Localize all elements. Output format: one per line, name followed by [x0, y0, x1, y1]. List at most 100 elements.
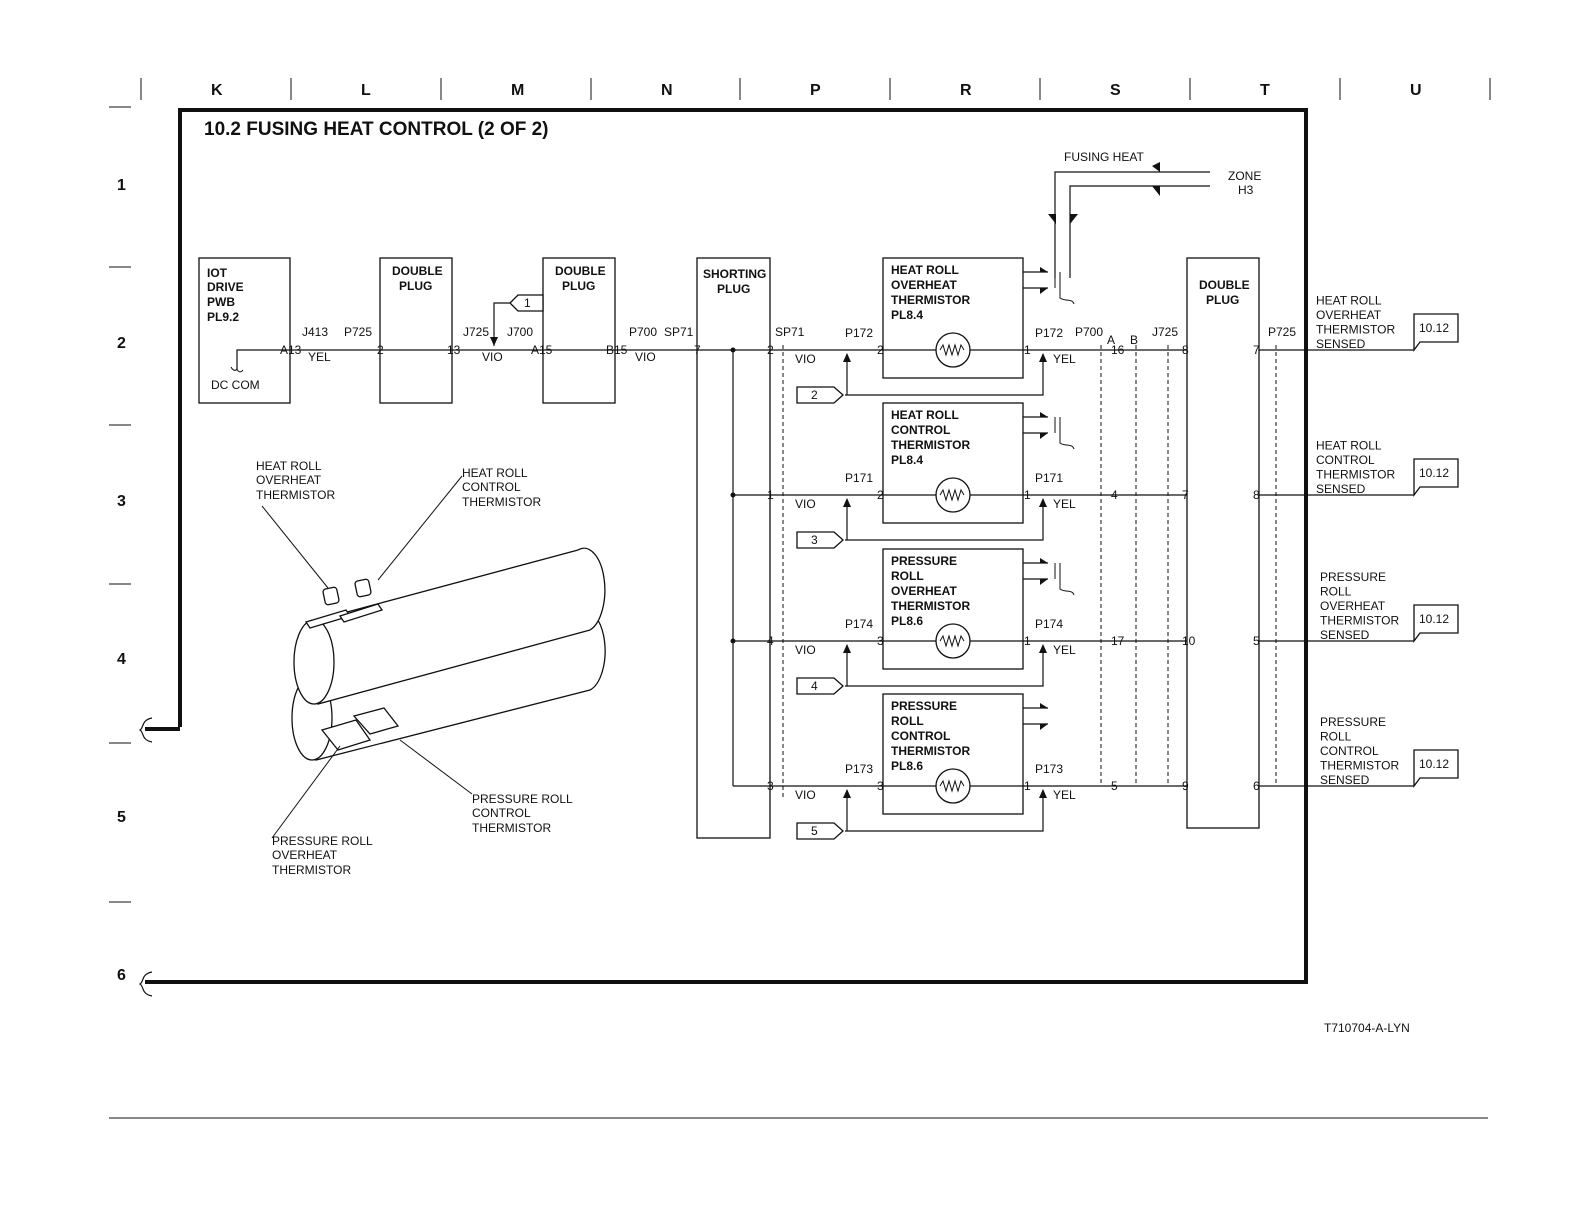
- double-plug-1: DOUBLE PLUG: [379, 257, 453, 404]
- thermistor-label: HEAT ROLL: [891, 263, 959, 277]
- connector-label: SP71: [775, 325, 805, 339]
- pin-label: 6: [1253, 779, 1260, 793]
- reference-flag: [796, 531, 844, 549]
- iot-part-number: PL9.2: [207, 310, 239, 324]
- connector-label: P725: [1268, 325, 1296, 339]
- output-signal-label: HEAT ROLL: [1316, 439, 1382, 453]
- pin-label: 3: [767, 779, 774, 793]
- callout-label: HEAT ROLL: [462, 466, 528, 480]
- thermistor-label: ROLL: [891, 569, 924, 583]
- column-label: L: [361, 82, 371, 99]
- iot-label: DRIVE: [207, 280, 244, 294]
- thermistor-label: OVERHEAT: [891, 584, 957, 598]
- input-wire: J413 P725 YEL 2 13 J725 J700 VIO A15 B15…: [290, 294, 701, 364]
- connector-label: SP71: [664, 325, 694, 339]
- thermistor-label: THERMISTOR: [891, 293, 970, 307]
- iot-drive-pwb: IOT DRIVE PWB PL9.2 DC COM A13: [198, 257, 302, 404]
- plug-label: PLUG: [399, 279, 432, 293]
- connector-label: A: [1107, 333, 1115, 347]
- pin-label: 1: [1024, 488, 1031, 502]
- iot-label: PWB: [207, 295, 235, 309]
- reference-number: 2: [811, 388, 818, 402]
- connector-label: P700: [629, 325, 657, 339]
- pin-label: 2: [877, 343, 884, 357]
- pin-label: 1: [1024, 634, 1031, 648]
- pin-label: 1: [767, 488, 774, 502]
- thermistor-label: THERMISTOR: [891, 438, 970, 452]
- heat-roll-overheat-thermistor: [322, 586, 340, 606]
- output-signal-label: OVERHEAT: [1320, 599, 1386, 613]
- sheet-reference-flag: [1413, 749, 1459, 788]
- connector-label: P172: [845, 326, 873, 340]
- callout-label: THERMISTOR: [272, 863, 351, 877]
- reference-flag: [796, 677, 844, 695]
- column-label: K: [211, 82, 223, 99]
- wire-color: VIO: [795, 788, 816, 802]
- pin-label: 3: [877, 634, 884, 648]
- column-label: R: [960, 82, 972, 99]
- row-label: 3: [117, 493, 126, 510]
- connector-label: P700: [1075, 325, 1103, 339]
- connector-label: P174: [1035, 617, 1063, 631]
- thermistor-label: THERMISTOR: [891, 744, 970, 758]
- output-signal-label: ROLL: [1320, 730, 1352, 744]
- reference-flag: [796, 386, 844, 404]
- sheet-reference-flag: [1413, 604, 1459, 643]
- connector-label: P171: [1035, 471, 1063, 485]
- pin-label: 7: [1182, 488, 1189, 502]
- circuit-pro: PRESSUREROLLOVERHEATTHERMISTORPL8.64VIOP…: [733, 548, 1459, 695]
- callout-label: PRESSURE ROLL: [272, 834, 373, 848]
- heat-roll-end: [293, 619, 335, 705]
- thermistor-label: PRESSURE: [891, 699, 957, 713]
- output-signal-label: SENSED: [1316, 337, 1366, 351]
- double-plug-3: DOUBLE PLUG: [1186, 257, 1260, 829]
- output-signal-label: ROLL: [1320, 585, 1352, 599]
- connector-label: P172: [1035, 326, 1063, 340]
- pin-label: A15: [531, 343, 553, 357]
- plug-label: DOUBLE: [392, 264, 443, 278]
- thermistor-label: PL8.6: [891, 759, 923, 773]
- pin-label: 9: [1182, 779, 1189, 793]
- pin-label: 2: [377, 343, 384, 357]
- connector-label: P171: [845, 471, 873, 485]
- page-title: 10.2 FUSING HEAT CONTROL (2 OF 2): [204, 119, 549, 140]
- callout-label: HEAT ROLL: [256, 459, 322, 473]
- thermistor-label: HEAT ROLL: [891, 408, 959, 422]
- pin-label: 7: [1253, 343, 1260, 357]
- shorting-plug-bus: [697, 347, 770, 786]
- connector-label: B: [1130, 333, 1138, 347]
- wire-color: YEL: [1053, 643, 1076, 657]
- column-label: U: [1410, 82, 1422, 99]
- callout-label: THERMISTOR: [462, 495, 541, 509]
- reference-number: 5: [811, 824, 818, 838]
- column-label: T: [1260, 82, 1270, 99]
- thermistor-label: PRESSURE: [891, 554, 957, 568]
- pressure-roll-overheat-thermistor: [320, 719, 372, 751]
- pin-label: 2: [877, 488, 884, 502]
- callout-label: CONTROL: [472, 806, 531, 820]
- output-signal-label: PRESSURE: [1320, 570, 1386, 584]
- reference-number: 1: [524, 296, 531, 310]
- reference-flag: [796, 822, 844, 840]
- circuit-prc: PRESSUREROLLCONTROLTHERMISTORPL8.63VIOP1…: [733, 693, 1459, 840]
- row-label: 2: [117, 335, 126, 352]
- output-signal-label: OVERHEAT: [1316, 308, 1382, 322]
- output-signal-label: HEAT ROLL: [1316, 294, 1382, 308]
- thermistor-label: THERMISTOR: [891, 599, 970, 613]
- callout-label: CONTROL: [462, 480, 521, 494]
- output-signal-label: THERMISTOR: [1316, 468, 1395, 482]
- output-signal-label: SENSED: [1320, 773, 1370, 787]
- circuit-hro: HEAT ROLLOVERHEATTHERMISTORPL8.42VIOP172…: [767, 257, 1459, 404]
- pin-label: 5: [1253, 634, 1260, 648]
- drawing-id: T710704-A-LYN: [1324, 1021, 1410, 1035]
- connector-label: J700: [507, 325, 533, 339]
- thermistor-label: CONTROL: [891, 423, 950, 437]
- wire-color: YEL: [1053, 788, 1076, 802]
- thermistor-label: ROLL: [891, 714, 924, 728]
- output-signal-label: THERMISTOR: [1320, 614, 1399, 628]
- wire-color: VIO: [635, 350, 656, 364]
- pressure-roll-control-thermistor: [352, 707, 400, 735]
- pin-label: 13: [447, 343, 461, 357]
